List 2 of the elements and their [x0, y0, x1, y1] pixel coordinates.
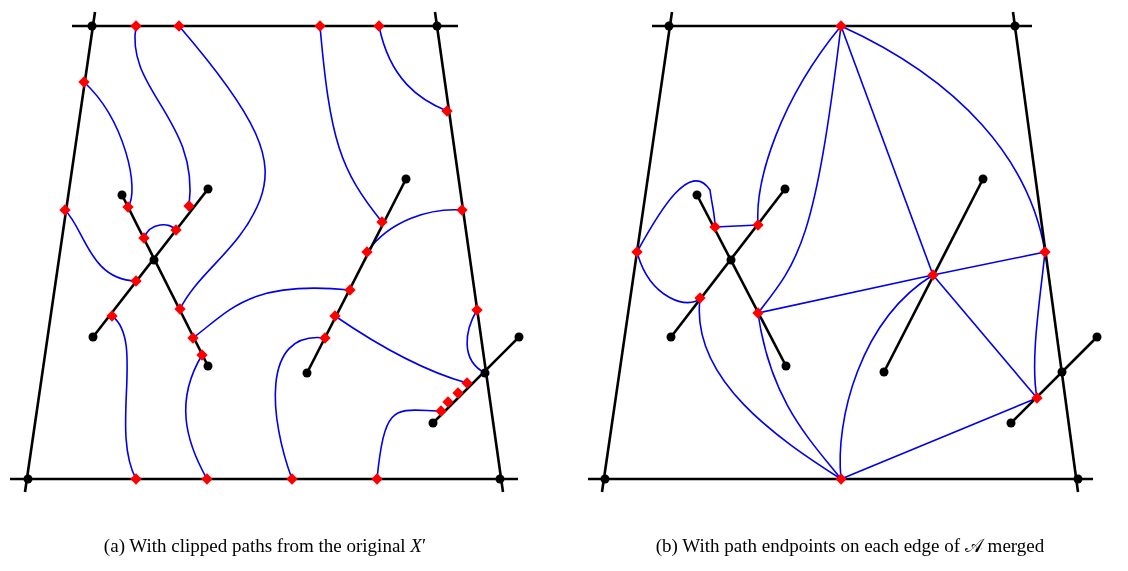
subfigure-caption: (b) With path endpoints on each edge of 𝒜 merged [655, 535, 1045, 557]
subfigure-caption: (a) With clipped paths from the original X′ [103, 535, 427, 557]
